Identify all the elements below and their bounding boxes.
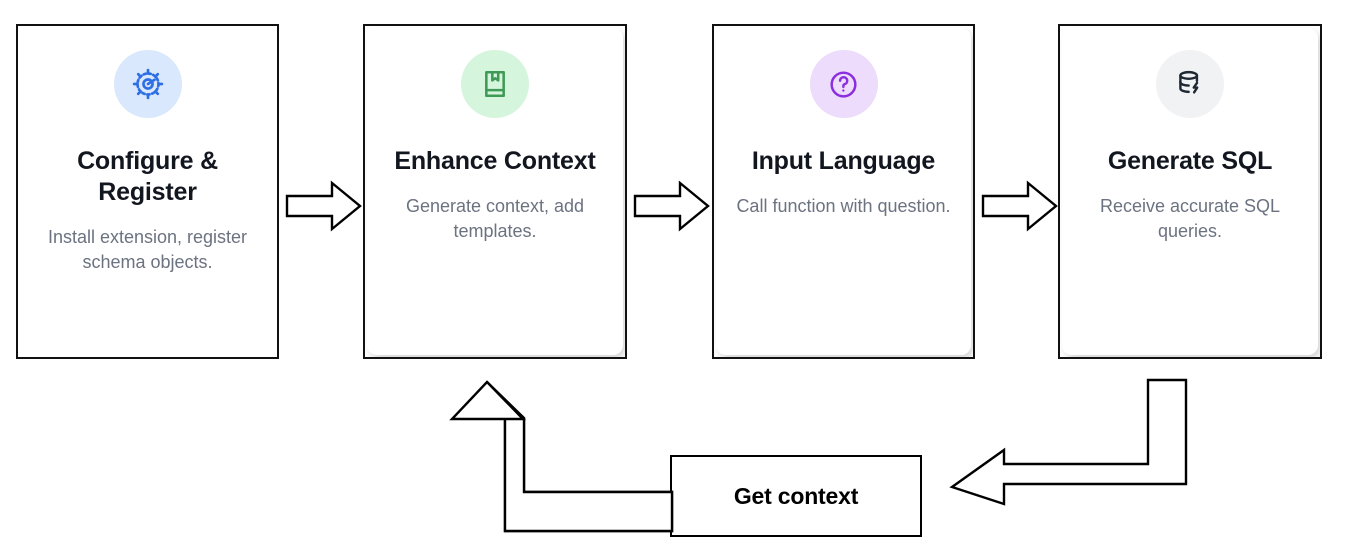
- gear-icon: [131, 67, 165, 101]
- question-circle-icon: [827, 68, 860, 101]
- step-card-generate-sql[interactable]: Generate SQL Receive accurate SQL querie…: [1058, 24, 1322, 359]
- question-circle-icon-bubble: [809, 50, 878, 118]
- arrow-step3-to-step4: [981, 180, 1058, 232]
- step-card-input-language[interactable]: Input Language Call function with questi…: [712, 24, 975, 359]
- step-card-title: Enhance Context: [394, 147, 596, 175]
- step-card-title: Generate SQL: [1107, 147, 1273, 175]
- step-card-title: Input Language: [751, 147, 936, 175]
- step-card-description: Install extension, register schema objec…: [47, 226, 248, 273]
- step-card-enhance-context[interactable]: Enhance Context Generate context, add te…: [363, 24, 627, 359]
- arrow-step1-to-step2: [285, 180, 362, 232]
- book-bookmark-icon: [479, 68, 511, 100]
- step-card-description: Generate context, add templates.: [405, 195, 585, 242]
- get-context-box[interactable]: Get context: [670, 455, 922, 537]
- database-bolt-icon: [1174, 68, 1206, 100]
- arrow-feedback-down-left: [948, 376, 1194, 516]
- step-card-configure-register[interactable]: Configure & Register Install extension, …: [16, 24, 279, 359]
- arrow-feedback-up: [448, 376, 678, 536]
- gear-icon-bubble: [113, 50, 182, 118]
- database-bolt-icon-bubble: [1156, 50, 1224, 118]
- step-card-description: Receive accurate SQL queries.: [1099, 195, 1281, 242]
- get-context-label: Get context: [733, 482, 859, 509]
- step-card-title: Configure & Register: [77, 147, 218, 206]
- arrow-step2-to-step3: [633, 180, 710, 232]
- step-card-description: Call function with question.: [736, 195, 951, 216]
- book-bookmark-icon-bubble: [461, 50, 529, 118]
